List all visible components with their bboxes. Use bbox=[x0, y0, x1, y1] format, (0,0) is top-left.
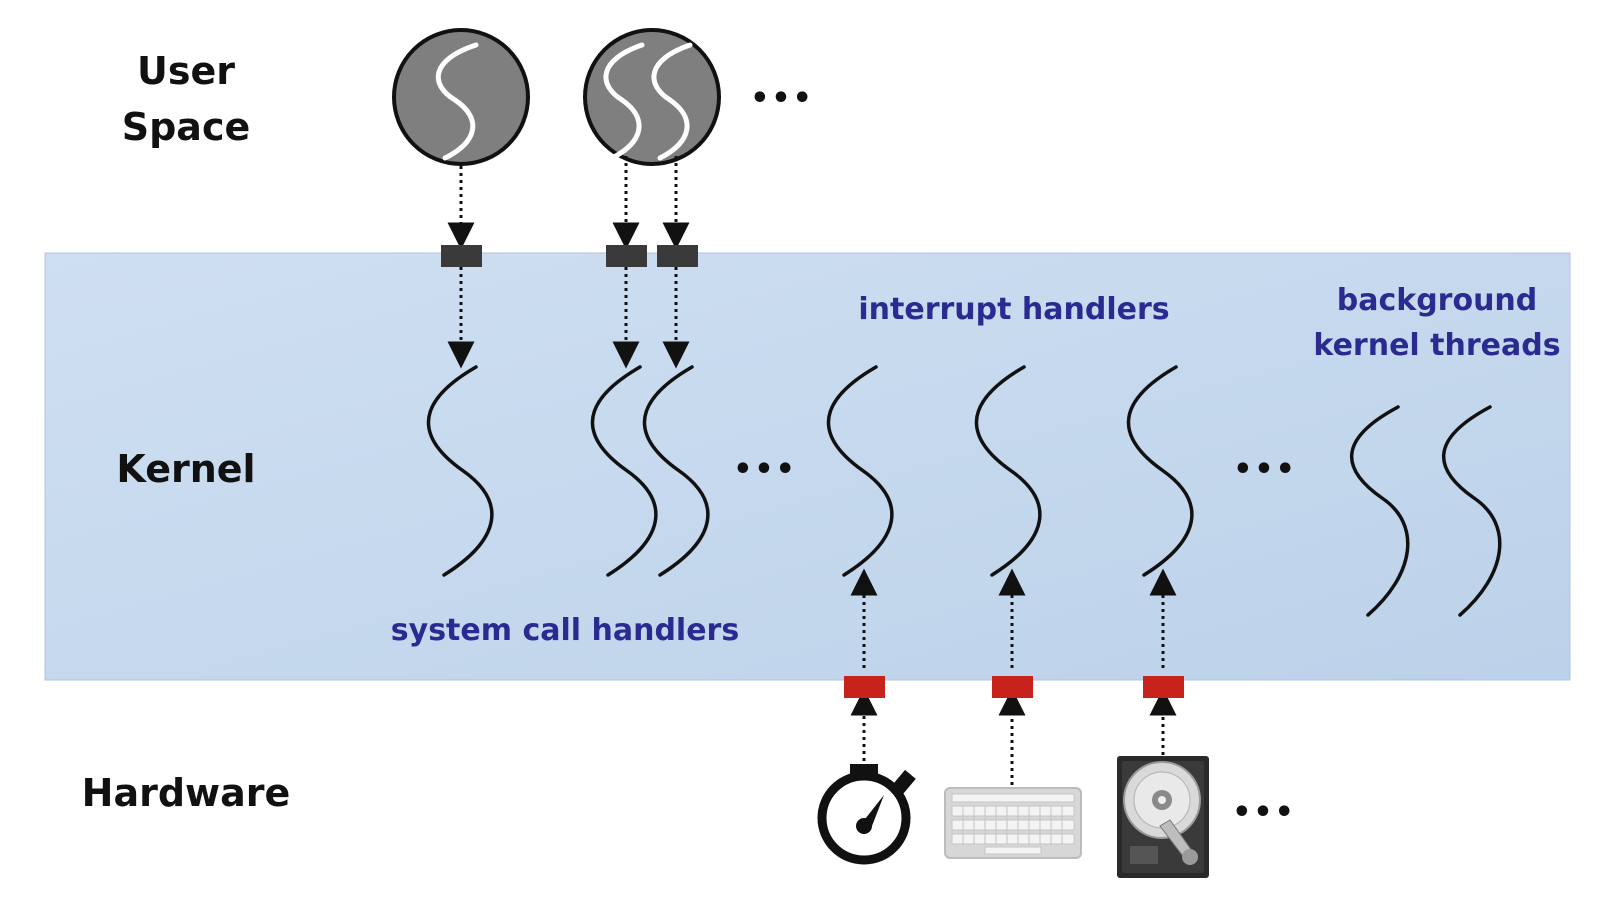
kernel-thread-background bbox=[1441, 405, 1502, 617]
stopwatch-icon bbox=[817, 764, 916, 865]
user-thread-icon bbox=[651, 42, 693, 161]
background-threads-label-line2: kernel threads bbox=[1313, 328, 1560, 363]
keyboard-icon bbox=[944, 787, 1082, 859]
interrupt-gate bbox=[992, 676, 1033, 698]
more-interrupt-handlers-ellipsis: ••• bbox=[1233, 452, 1297, 487]
syscall-gate bbox=[606, 245, 647, 267]
kernel-thread-interrupt bbox=[974, 365, 1042, 577]
user-thread-icon bbox=[435, 42, 479, 161]
hard-disk-icon bbox=[1117, 756, 1209, 878]
user-space-label-line1: User bbox=[137, 49, 235, 93]
interrupt-handlers-label: interrupt handlers bbox=[858, 292, 1169, 327]
interrupt-gate bbox=[1143, 676, 1184, 698]
kernel-thread-syscall bbox=[642, 365, 710, 577]
kernel-thread-syscall bbox=[426, 365, 494, 577]
more-processes-ellipsis: ••• bbox=[750, 81, 814, 116]
interrupt-gate bbox=[844, 676, 885, 698]
hardware-label: Hardware bbox=[82, 771, 291, 815]
kernel-thread-syscall bbox=[590, 365, 658, 577]
kernel-label: Kernel bbox=[116, 447, 255, 491]
more-devices-ellipsis: ••• bbox=[1232, 795, 1296, 830]
user-space-label-line2: Space bbox=[122, 105, 251, 149]
system-call-handlers-label: system call handlers bbox=[391, 613, 739, 648]
user-process-single-thread bbox=[392, 28, 530, 166]
syscall-gate bbox=[441, 245, 482, 267]
background-threads-label-line1: background bbox=[1337, 283, 1538, 318]
syscall-gate bbox=[657, 245, 698, 267]
user-process-two-threads bbox=[583, 28, 721, 166]
kernel-band bbox=[44, 252, 1571, 681]
more-syscall-handlers-ellipsis: ••• bbox=[733, 452, 797, 487]
kernel-thread-interrupt bbox=[826, 365, 894, 577]
kernel-thread-interrupt bbox=[1126, 365, 1194, 577]
user-thread-icon bbox=[603, 42, 645, 161]
kernel-thread-background bbox=[1349, 405, 1410, 617]
